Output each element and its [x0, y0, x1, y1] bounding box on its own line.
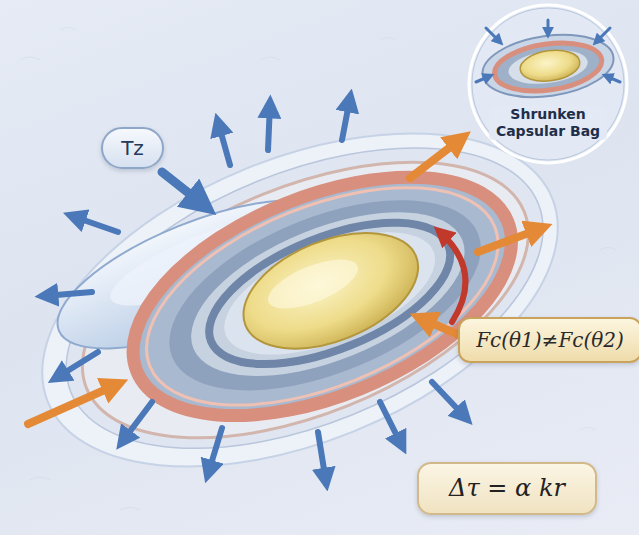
formula-box: Δτ = α kr: [417, 462, 597, 515]
formula-text: Fc(θ1)≠Fc(θ2): [476, 328, 624, 352]
formula-box: Fc(θ1)≠Fc(θ2): [458, 317, 639, 363]
tension-arrows: [44, 98, 466, 482]
inset-illustration: [466, 2, 630, 166]
inset-circle: Shrunken Capsular Bag: [466, 2, 630, 166]
rotation-arrow: [440, 232, 465, 322]
force-arrows: [28, 138, 542, 424]
tz-arrow: [162, 172, 205, 206]
formula-text: Δτ = α kr: [449, 474, 565, 503]
label-pill: Tz: [101, 127, 164, 169]
inset-label: Shrunken Capsular Bag: [489, 106, 607, 140]
formula-text: Tz: [121, 136, 144, 160]
